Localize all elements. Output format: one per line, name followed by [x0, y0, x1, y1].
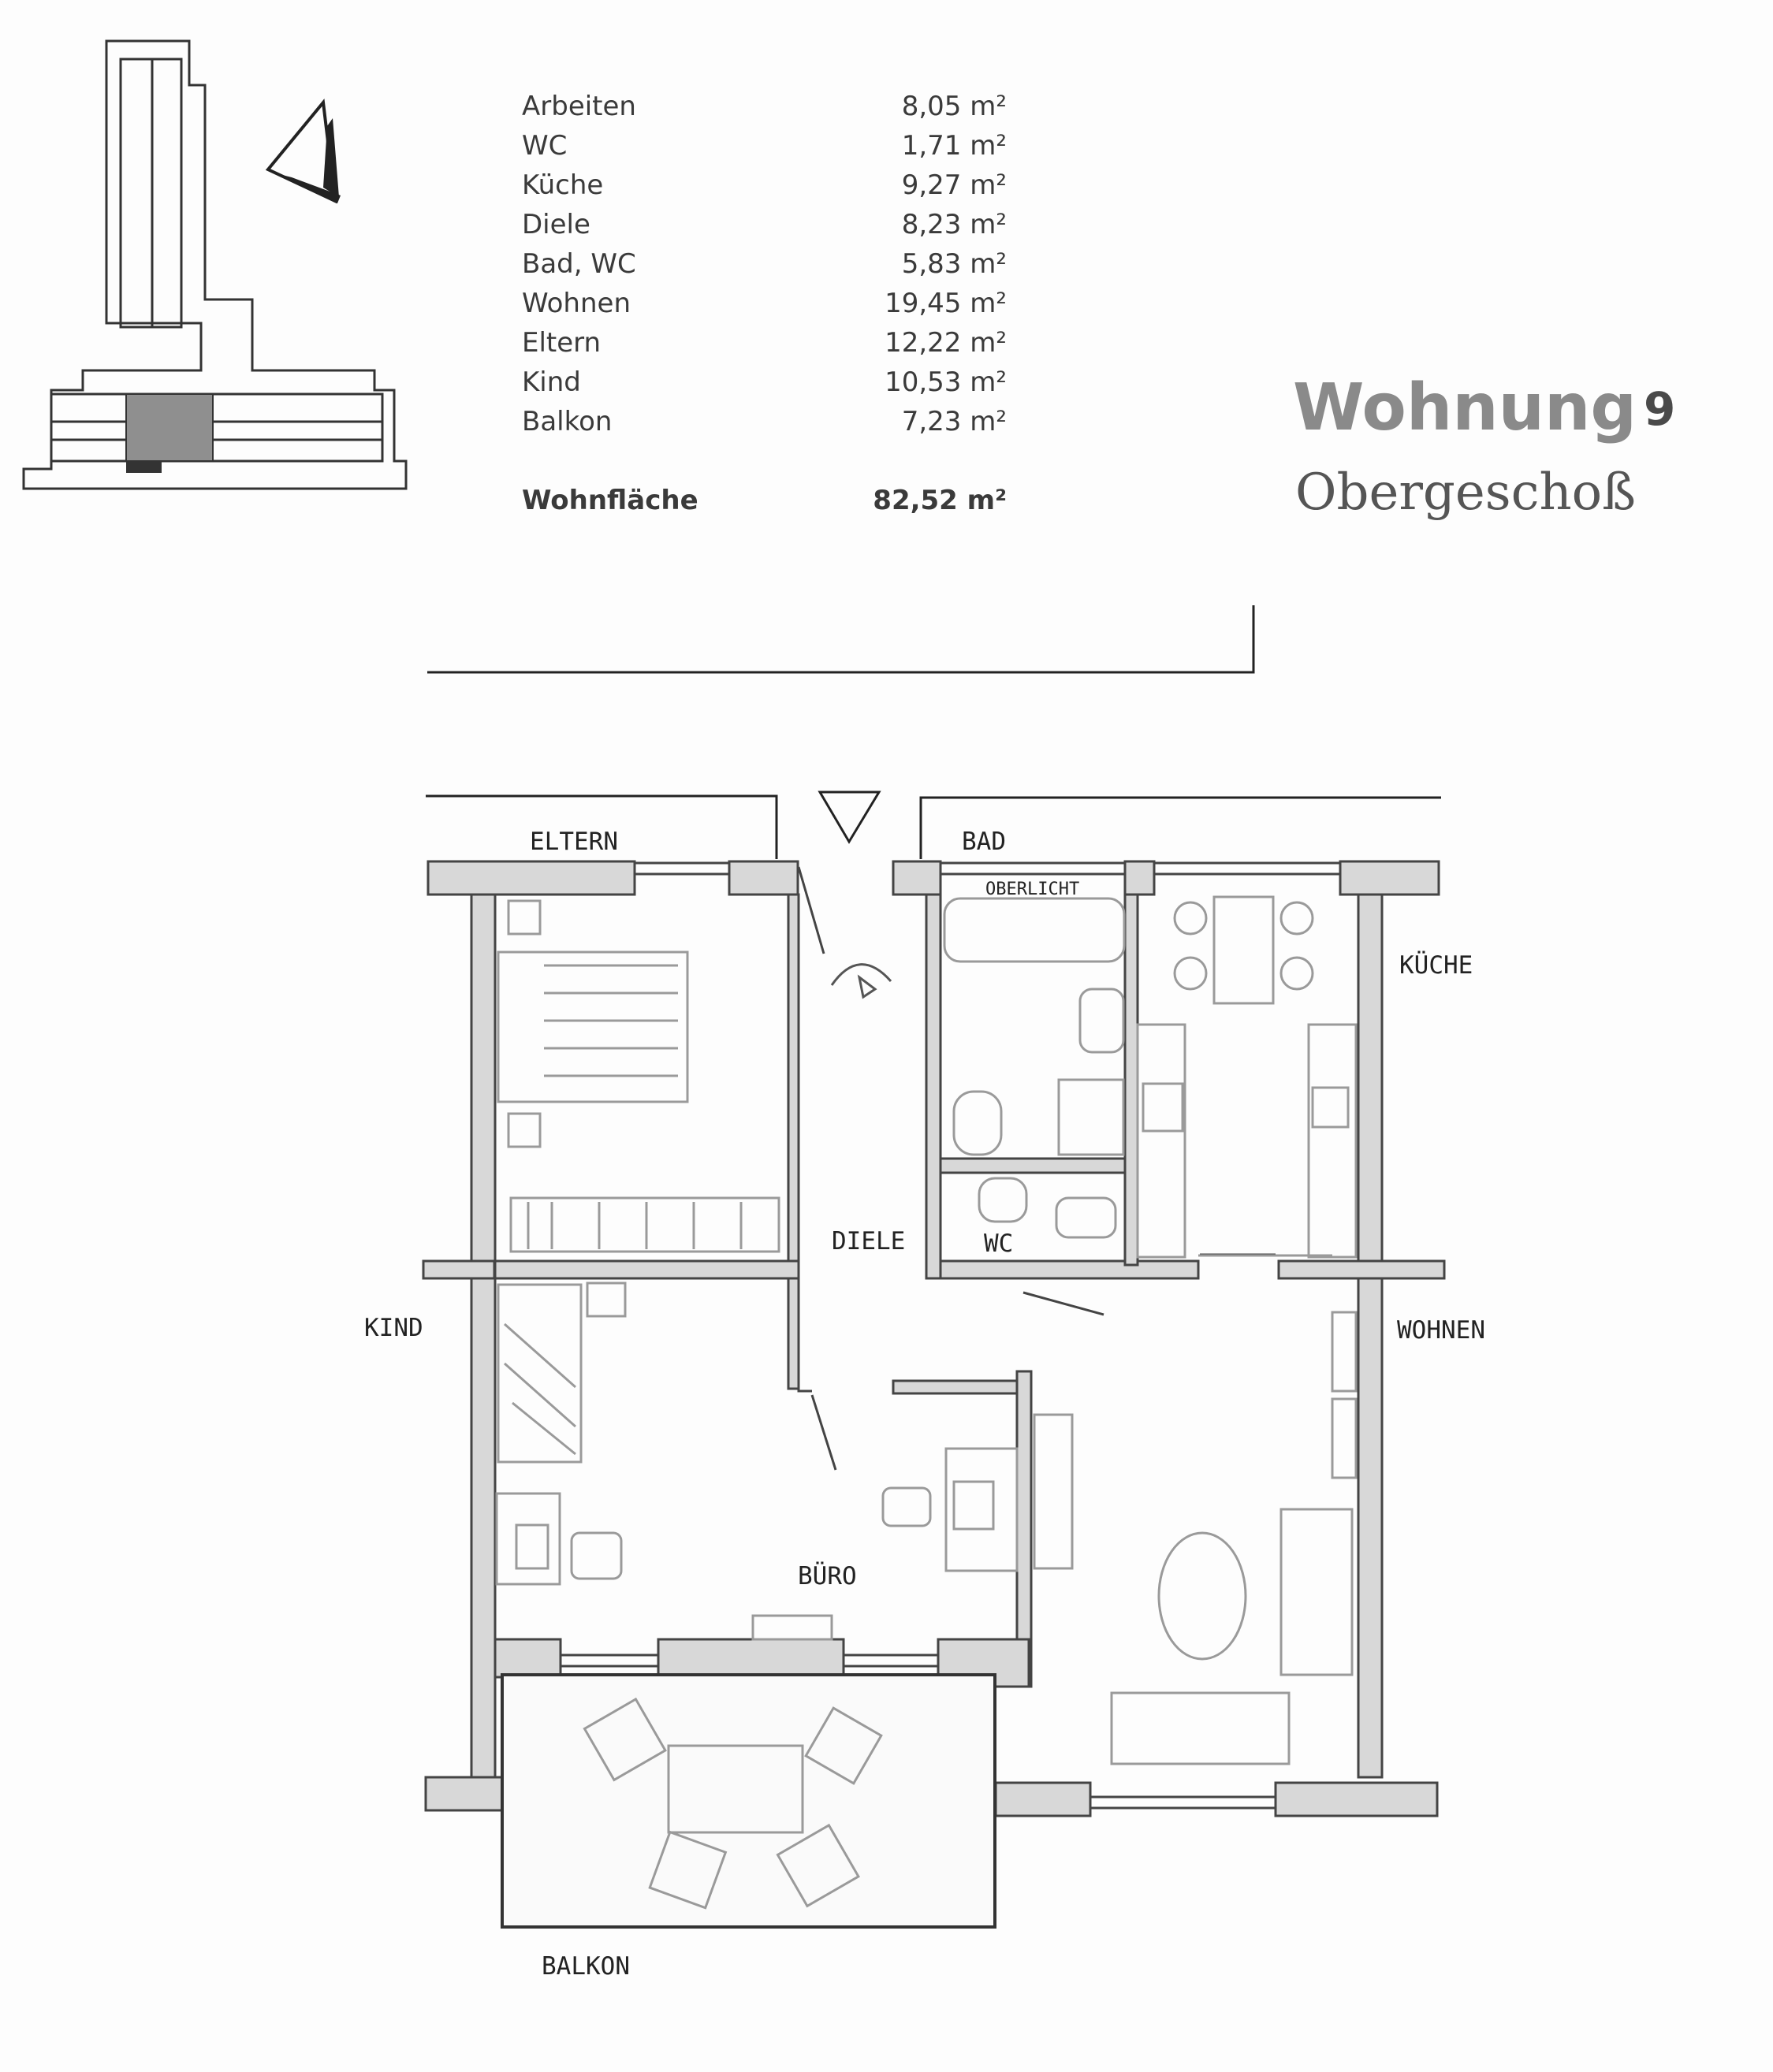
room-area: 1,71 m² [901, 130, 1007, 162]
room-name: Arbeiten [522, 91, 636, 122]
single-bed [497, 1283, 583, 1464]
label-oberlicht: OBERLICHT [985, 880, 1079, 899]
room-area: 19,45 m² [885, 288, 1007, 319]
bathtub [943, 897, 1126, 963]
kitchen-counter-left [1136, 1023, 1186, 1259]
label-kind: KIND [364, 1314, 423, 1342]
label-bad: BAD [962, 828, 1006, 856]
room-area: 9,27 m² [901, 169, 1007, 201]
sofa [1279, 1508, 1354, 1676]
entrance-arrow-icon [818, 790, 881, 844]
room-area: 5,83 m² [901, 248, 1007, 280]
total-label: Wohnfläche [522, 485, 698, 516]
dining-table [1212, 895, 1275, 1005]
area-row: Eltern 12,22 m² [522, 327, 1007, 366]
room-name: Bad, WC [522, 248, 636, 280]
floor-name: Obergeschoß [1295, 463, 1636, 522]
sink [1078, 988, 1125, 1054]
shelf [1033, 1413, 1074, 1570]
balcony-table [667, 1744, 804, 1834]
wardrobe [509, 1196, 780, 1253]
area-row: WC 1,71 m² [522, 130, 1007, 169]
area-row: Diele 8,23 m² [522, 209, 1007, 248]
room-area: 7,23 m² [901, 406, 1007, 437]
shower [1057, 1078, 1125, 1156]
room-name: WC [522, 130, 568, 162]
total-row: Wohnfläche 82,52 m² [522, 485, 1007, 524]
label-wc: WC [984, 1229, 1013, 1258]
room-area: 8,23 m² [901, 209, 1007, 240]
label-eltern: ELTERN [530, 828, 618, 856]
total-area: 82,52 m² [873, 485, 1007, 516]
room-name: Wohnen [522, 288, 631, 319]
room-area: 8,05 m² [901, 91, 1007, 122]
room-name: Eltern [522, 327, 602, 359]
label-wohnen: WOHNEN [1397, 1316, 1485, 1345]
room-name: Diele [522, 209, 590, 240]
building-key-plan [22, 39, 408, 490]
apartment-number: 9 [1644, 382, 1676, 436]
room-name: Balkon [522, 406, 613, 437]
label-balkon: BALKON [542, 1952, 630, 1981]
area-row: Wohnen 19,45 m² [522, 288, 1007, 327]
office-desk [944, 1447, 1019, 1572]
couch [1110, 1691, 1291, 1765]
area-row: Arbeiten 8,05 m² [522, 91, 1007, 130]
kitchen-counter-right [1307, 1023, 1358, 1259]
area-row: Bad, WC 5,83 m² [522, 248, 1007, 288]
double-bed [497, 950, 689, 1103]
label-buero: BÜRO [798, 1561, 857, 1590]
north-arrow-icon [265, 99, 341, 204]
entrance-marker-icon [830, 963, 892, 999]
apartment-title: Wohnung [1293, 370, 1637, 445]
coffee-table [1157, 1531, 1247, 1661]
area-row: Kind 10,53 m² [522, 366, 1007, 406]
label-kueche: KÜCHE [1399, 950, 1473, 980]
desk [495, 1492, 561, 1586]
balcony [501, 1673, 996, 1929]
area-row: Küche 9,27 m² [522, 169, 1007, 209]
room-name: Kind [522, 366, 581, 398]
room-area: 12,22 m² [885, 327, 1007, 359]
label-diele: DIELE [832, 1227, 905, 1255]
toilet [952, 1090, 1003, 1156]
highlighted-unit [125, 393, 214, 462]
area-row: Balkon 7,23 m² [522, 406, 1007, 445]
room-area: 10,53 m² [885, 366, 1007, 398]
room-name: Küche [522, 169, 604, 201]
